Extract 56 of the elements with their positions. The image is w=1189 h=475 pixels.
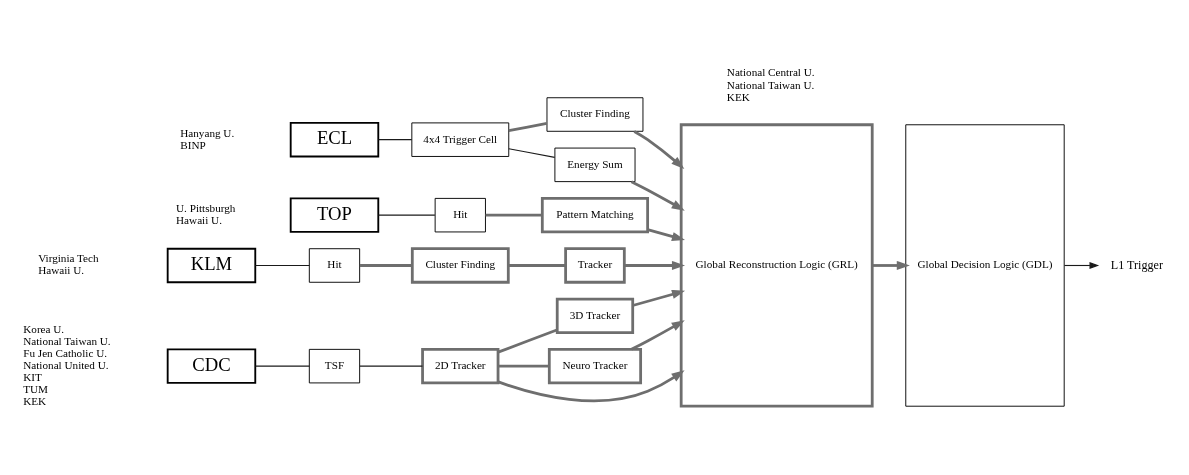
node-box: Cluster Finding <box>546 96 644 132</box>
node-box: 3D Tracker <box>555 297 635 334</box>
node-label: U. Pittsburgh <box>176 201 236 214</box>
node-label: KEK <box>23 394 47 407</box>
node-box: Hit <box>308 247 361 283</box>
connector <box>359 263 413 267</box>
node-box: Pattern Matching <box>540 196 649 233</box>
node-box: CDC <box>166 347 257 384</box>
node-box: Cluster Finding <box>410 246 510 284</box>
node-box: KLM <box>166 247 257 283</box>
node-label: Fu Jen Catholic U. <box>23 346 108 359</box>
node-label: National Taiwan U. <box>726 78 815 91</box>
node-box: 4x4 Trigger Cell <box>411 121 510 157</box>
arrow <box>497 369 685 402</box>
node-text: L1 Trigger <box>1110 257 1163 272</box>
node-label: Hawaii U. <box>176 213 222 226</box>
node-box: TOP <box>289 196 380 233</box>
arrow <box>630 179 685 211</box>
connector <box>359 365 423 367</box>
node-label: National Central U. <box>726 65 815 78</box>
connector <box>508 121 548 132</box>
node-box: ECL <box>289 121 380 157</box>
node-label: KEK <box>726 90 750 103</box>
node-label: Hawaii U. <box>38 263 85 276</box>
arrow <box>632 289 686 307</box>
connector <box>497 328 558 353</box>
node-label: TUM <box>23 382 49 395</box>
connector <box>508 147 556 158</box>
connector <box>508 263 566 267</box>
node-box: Global Decision Logic (GDL) <box>905 123 1065 407</box>
connector <box>254 365 310 367</box>
connector <box>485 213 543 217</box>
connector <box>254 264 310 266</box>
node-label: KIT <box>23 370 42 383</box>
node-box: Tracker <box>564 246 626 284</box>
connector <box>377 214 436 216</box>
node-box: 2D Tracker <box>421 347 500 384</box>
node-label: Korea U. <box>23 322 65 335</box>
arrow <box>1063 261 1100 269</box>
arrow <box>872 260 910 270</box>
node-box: Global Reconstruction Logic (GRL) <box>679 122 874 408</box>
node-box: Hit <box>434 197 486 232</box>
node-box: Neuro Tracker <box>547 347 643 384</box>
node-label: Hanyang U. <box>180 126 235 139</box>
node-label: BINP <box>180 138 206 151</box>
connector <box>498 364 550 368</box>
node-label: Virginia Tech <box>38 251 99 264</box>
arrow <box>624 260 686 270</box>
arrow <box>647 227 685 241</box>
node-box: TSF <box>308 348 361 383</box>
node-box: Energy Sum <box>554 147 636 182</box>
node-label: National Taiwan U. <box>23 334 111 347</box>
connector <box>377 138 413 140</box>
arrow <box>630 319 685 351</box>
arrow <box>633 129 685 169</box>
node-label: National United U. <box>23 358 109 371</box>
